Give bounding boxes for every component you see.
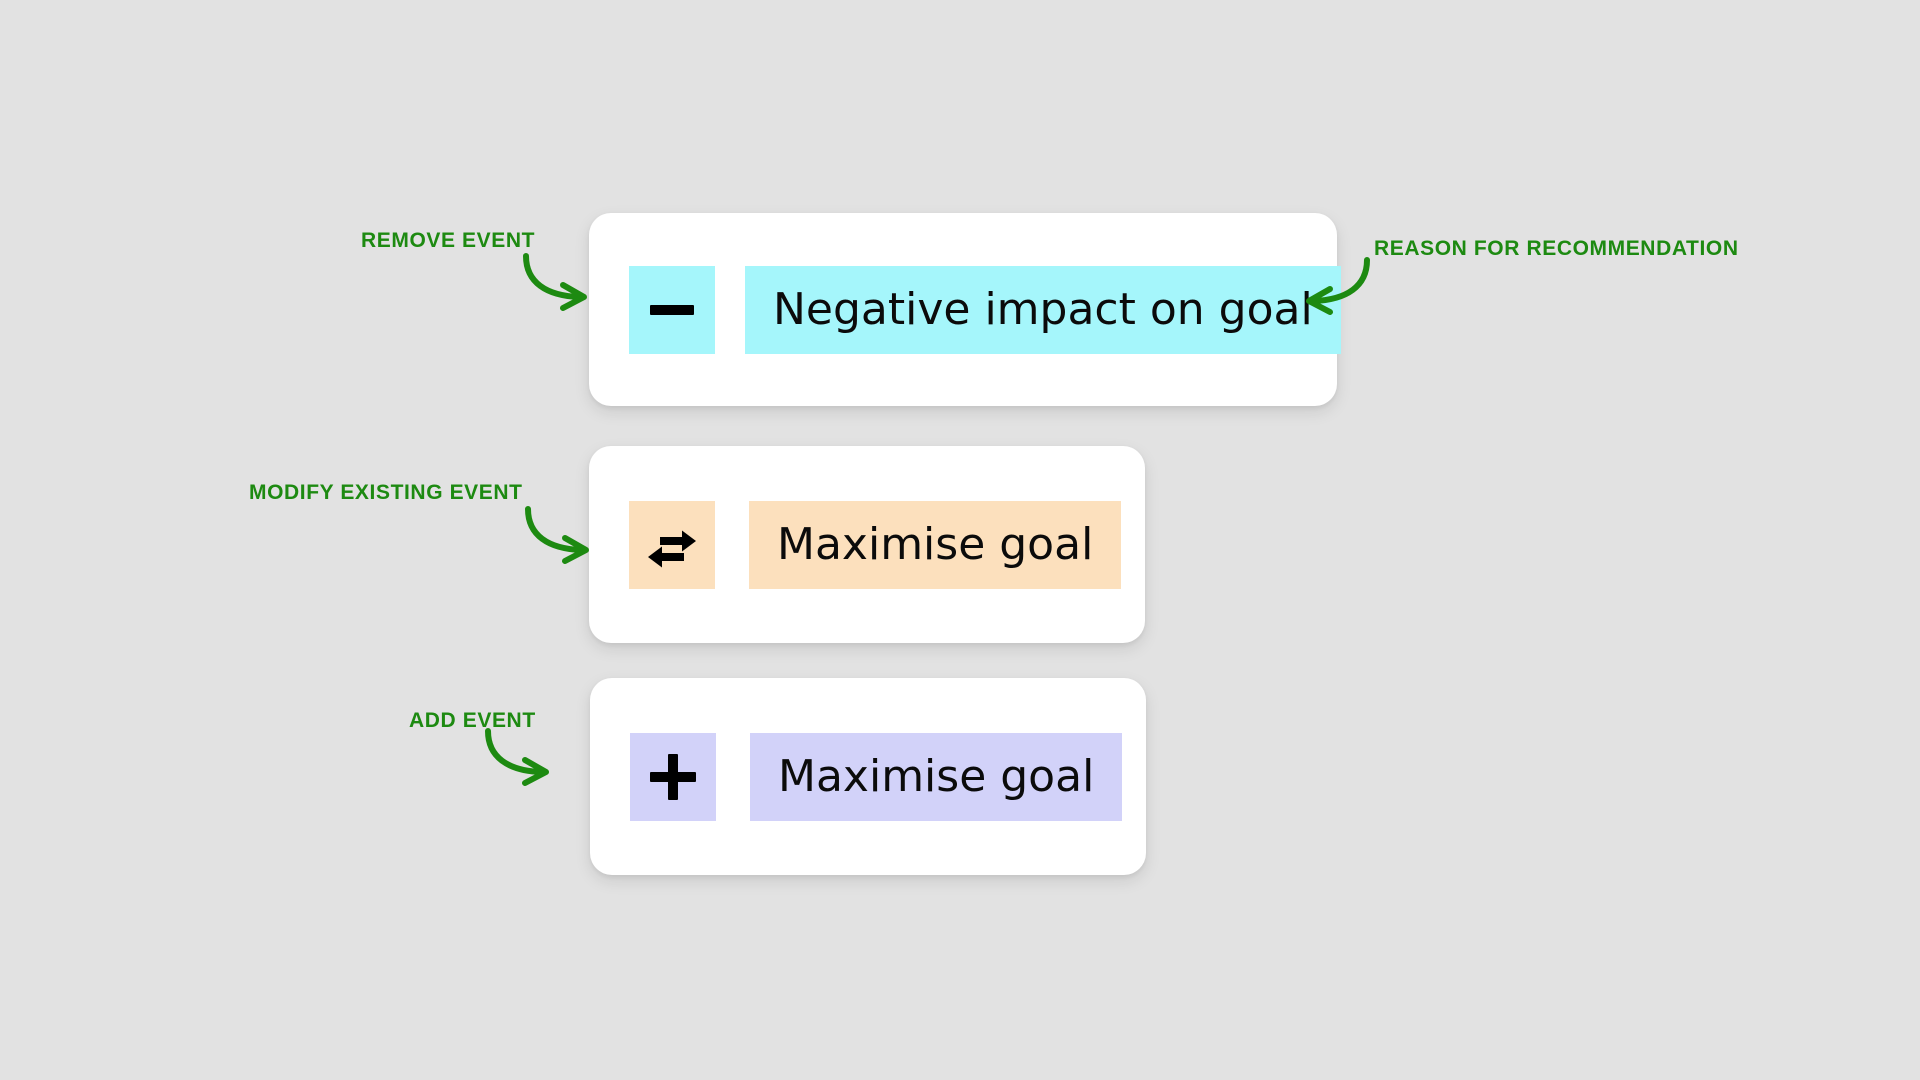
recommendation-reason-chip[interactable]: Negative impact on goal <box>745 265 1341 354</box>
swap-arrows-icon <box>648 530 696 567</box>
minus-icon-chip[interactable] <box>629 265 715 354</box>
minus-icon <box>650 304 694 315</box>
annotation-label-remove-event: REMOVE EVENT <box>361 229 536 252</box>
annotation-label-add-event: ADD EVENT <box>409 709 536 732</box>
recommendation-card-modify-event[interactable]: Maximise goal <box>589 446 1145 643</box>
annotation-label-reason-for-recommendation: REASON FOR RECOMMENDATION <box>1374 237 1739 260</box>
plus-icon-chip[interactable] <box>630 732 716 821</box>
recommendation-reason-label: Negative impact on goal <box>773 283 1313 335</box>
swap-arrows-icon-chip[interactable] <box>629 500 715 589</box>
annotation-arrow-remove-event <box>523 253 587 311</box>
recommendation-reason-chip[interactable]: Maximise goal <box>750 732 1123 821</box>
plus-icon <box>650 753 696 800</box>
recommendation-card-remove-event[interactable]: Negative impact on goal <box>589 213 1341 406</box>
recommendation-reason-chip[interactable]: Maximise goal <box>749 500 1122 589</box>
annotation-arrow-add-event <box>485 728 549 786</box>
recommendation-card-add-event[interactable]: Maximise goal <box>590 678 1146 875</box>
recommendation-reason-label: Maximise goal <box>778 750 1095 802</box>
recommendation-reason-label: Maximise goal <box>777 518 1094 570</box>
annotation-label-modify-existing-event: MODIFY EXISTING EVENT <box>249 481 523 504</box>
